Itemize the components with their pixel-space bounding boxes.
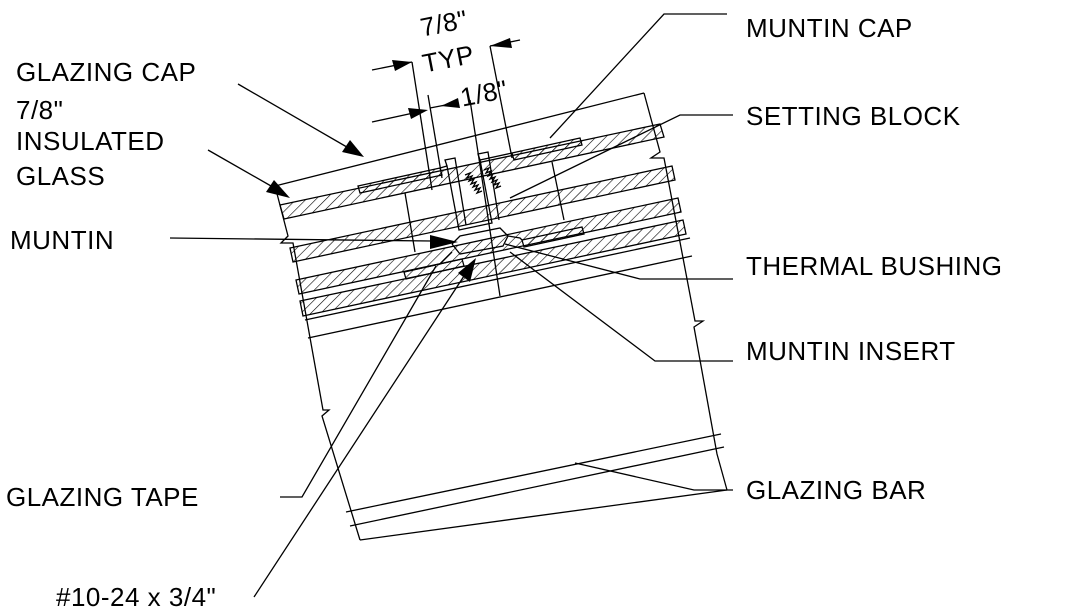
muntin-centerline bbox=[470, 100, 500, 296]
leader-muntin bbox=[170, 238, 432, 241]
ig-spacer-right bbox=[552, 162, 564, 220]
label-glazing-tape: GLAZING TAPE bbox=[6, 482, 199, 512]
leader-glazing-tape bbox=[280, 266, 436, 497]
label-thermal-bushing: THERMAL BUSHING bbox=[746, 251, 1003, 281]
dim-extension-gap bbox=[428, 95, 442, 178]
muntin-insert-foot-right bbox=[508, 236, 522, 240]
label-setting-block: SETTING BLOCK bbox=[746, 101, 961, 131]
label-insulated-glass-size: 7/8" bbox=[16, 95, 64, 125]
leader-screw bbox=[254, 276, 464, 597]
muntin-insert-foot-left bbox=[404, 252, 452, 272]
glazing-cap-top-edge bbox=[275, 93, 644, 186]
muntin-cap-profile bbox=[440, 153, 512, 230]
label-muntin-cap: MUNTIN CAP bbox=[746, 13, 913, 43]
arrow-screw bbox=[458, 258, 476, 282]
right-break-line bbox=[644, 93, 727, 490]
arrow-muntin bbox=[430, 235, 458, 249]
label-insulated-glass-line2: GLASS bbox=[16, 161, 106, 191]
label-muntin-insert: MUNTIN INSERT bbox=[746, 336, 956, 366]
label-glazing-bar: GLAZING BAR bbox=[746, 475, 927, 505]
thermal-bushing-serrations bbox=[465, 173, 482, 193]
dim-extension-left bbox=[412, 62, 432, 190]
glazing-bar-line-4 bbox=[350, 447, 724, 526]
label-insulated-glass-line1: INSULATED bbox=[16, 126, 165, 156]
assembly-bottom-edge bbox=[360, 490, 727, 540]
upper-glass-outer-lite bbox=[280, 124, 664, 219]
arrow-dim-gap-right bbox=[441, 98, 460, 108]
leader-muntin-insert bbox=[510, 252, 733, 361]
upper-glass-inner-lite bbox=[290, 166, 675, 262]
lower-glass-outer-lite bbox=[296, 198, 681, 294]
leader-setting-block bbox=[510, 115, 733, 198]
label-screw: #10-24 x 3/4" bbox=[56, 582, 217, 612]
arrow-dim-gap-left bbox=[408, 108, 428, 119]
leader-muntin-cap bbox=[550, 14, 727, 138]
arrow-dim-typ-right bbox=[490, 38, 512, 48]
left-break-line bbox=[275, 186, 360, 540]
lower-glass-inner-lite bbox=[300, 220, 686, 316]
leader-glazing-bar bbox=[575, 463, 733, 490]
glazing-bar-line-3 bbox=[346, 434, 721, 512]
glazing-bar-line-2 bbox=[308, 256, 692, 338]
arrow-dim-typ-left bbox=[392, 60, 412, 71]
leader-insulated-glass bbox=[208, 150, 278, 190]
label-glazing-cap: GLAZING CAP bbox=[16, 57, 197, 87]
thermal-bushing-serrations-right bbox=[484, 168, 501, 188]
arrow-glazing-cap bbox=[342, 140, 364, 157]
upper-glazing-strip-right bbox=[512, 138, 582, 160]
lower-glazing-strip-right bbox=[522, 227, 584, 247]
arrow-insulated-glass bbox=[266, 180, 290, 198]
leader-thermal-bushing bbox=[505, 244, 733, 279]
dim-extension-right bbox=[490, 46, 512, 158]
label-muntin: MUNTIN bbox=[10, 225, 115, 255]
leader-glazing-cap bbox=[238, 84, 352, 150]
muntin-left-leg bbox=[445, 158, 466, 225]
ig-spacer-left bbox=[405, 193, 415, 252]
